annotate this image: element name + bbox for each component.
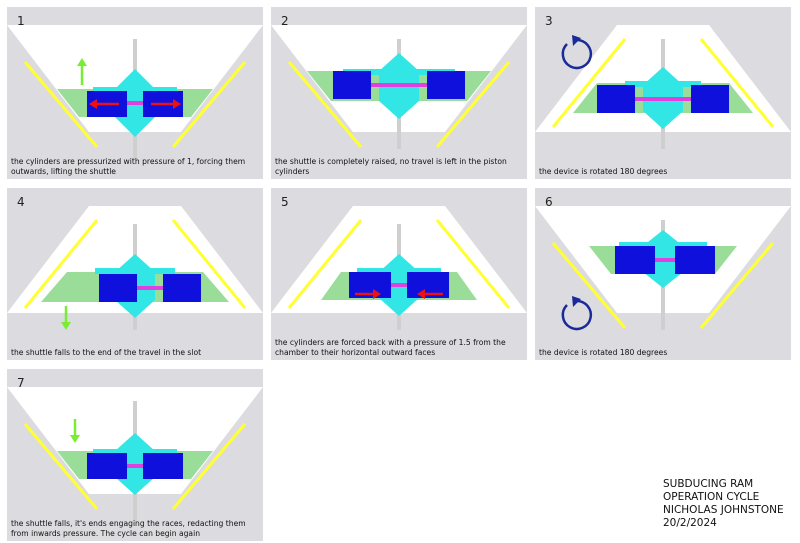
step-number: 2 [281,14,289,28]
step-number: 7 [17,376,25,390]
left-race-rail [23,423,99,510]
step-panel-1: 1 the cylinders are pressurized with pre… [7,7,263,179]
piston-rod [137,286,163,290]
mechanism-drawing [271,206,527,330]
piston-rod [655,258,675,262]
step-panel-3: 3 the device is rotated 180 degrees [535,7,791,179]
title-line-date: 20/2/2024 [663,517,717,529]
title-line-author: NICHOLAS JOHNSTONE [663,504,784,516]
step-caption: the shuttle falls to the end of the trav… [11,348,202,357]
step-caption: the device is rotated 180 degrees [539,348,668,357]
piston-rod [391,283,407,287]
right-race-rail [171,219,247,309]
right-piston-cylinder [163,274,201,302]
step-caption: the cylinders are forced back with a pre… [275,338,506,357]
step-number: 1 [17,14,25,28]
rotate-icon [561,38,593,70]
shuttle-race [357,268,441,274]
left-race-rail [551,242,627,329]
title-line-name: SUBDUCING RAM [663,478,754,490]
right-piston-cylinder [691,85,729,113]
right-pressure-arrowhead [173,99,181,109]
left-piston-cylinder [99,274,137,302]
right-race-rail [171,61,247,148]
shuttle-race [343,69,455,75]
right-race-rail [699,242,775,329]
left-piston-cylinder [87,453,127,479]
step-caption: the shuttle is completely raised, no tra… [275,157,507,176]
rotate-icon-arrowhead [572,35,581,46]
shuttle-race [619,242,707,248]
shuttle-race [93,87,177,93]
right-race-rail [435,219,511,309]
shuttle-race [95,268,175,274]
step-caption: the cylinders are pressurized with press… [11,157,246,176]
mechanism-drawing [535,25,791,149]
rotate-icon-arrowhead [572,296,581,307]
step-panel-7: 7 the shuttle falls, it's ends engaging … [7,369,263,541]
left-piston-cylinder [615,246,655,274]
lift-arrowhead [77,58,87,66]
mechanism-drawing [7,25,263,159]
step-panel-4: 4 the shuttle falls to the end of the tr… [7,188,263,360]
left-piston-cylinder [597,85,635,113]
piston-rod [635,97,691,101]
right-return-arrowhead [417,289,425,299]
piston-rod [127,101,143,105]
rotate-icon [561,299,593,331]
step-panel-6: 6 the device is rotated 180 degrees [535,188,791,360]
piston-rod [371,83,427,87]
fall-arrowhead [61,322,71,330]
right-piston-cylinder [143,453,183,479]
step-number: 5 [281,195,289,209]
step-caption: the device is rotated 180 degrees [539,167,668,176]
right-piston-cylinder [675,246,715,274]
right-race-rail [435,61,511,148]
step-number: 3 [545,14,553,28]
shuttle-race [93,449,177,455]
left-race-rail [287,61,363,148]
step-panel-2: 2 the shuttle is completely raised, no t… [271,7,527,179]
left-piston-cylinder [333,71,371,99]
right-race-rail [699,38,775,128]
left-return-arrowhead [373,289,381,299]
piston-rod [127,464,143,468]
step-caption: the shuttle falls, it's ends engaging th… [11,519,246,538]
left-race-rail [23,61,99,148]
fall-arrowhead [70,435,80,443]
left-race-rail [23,219,99,309]
left-race-rail [287,219,363,309]
mechanism-drawing [7,206,263,330]
right-race-rail [171,423,247,510]
title-block: SUBDUCING RAM OPERATION CYCLE NICHOLAS J… [663,478,784,530]
right-piston-cylinder [427,71,465,99]
step-number: 4 [17,195,25,209]
mechanism-drawing [7,387,263,521]
step-panel-5: 5 the cylinders are forced back with a p… [271,188,527,360]
left-pressure-arrowhead [89,99,97,109]
mechanism-drawing [535,206,791,331]
shuttle-race [625,81,701,87]
step-number: 6 [545,195,553,209]
left-race-rail [551,38,627,128]
mechanism-drawing [271,25,527,149]
title-line-subtitle: OPERATION CYCLE [663,491,760,503]
